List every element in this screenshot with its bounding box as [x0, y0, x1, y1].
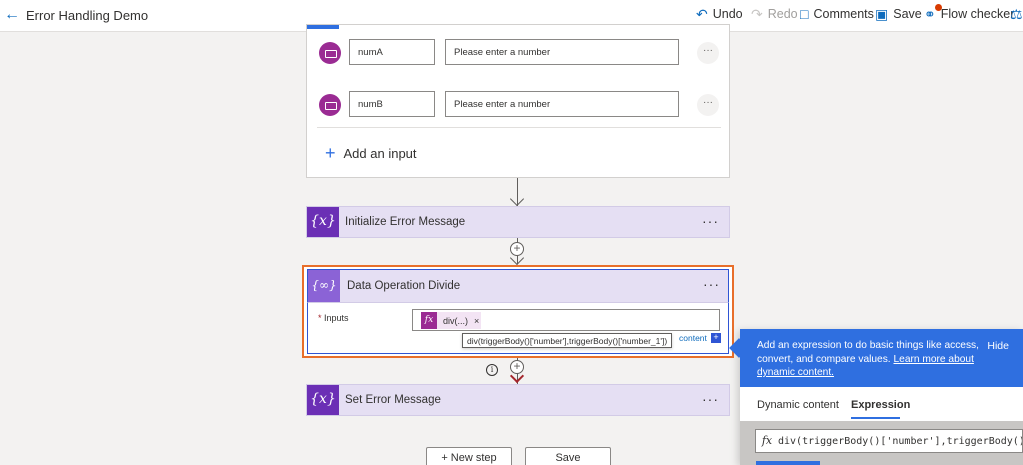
add-input-button[interactable]: + Add an input: [325, 143, 417, 163]
save-label: Save: [893, 7, 922, 21]
variable-icon: {x}: [307, 385, 339, 415]
data-operation-divide-card: {∞} Data Operation Divide ··· * Inputs f…: [302, 265, 734, 358]
add-input-label: Add an input: [343, 145, 417, 161]
flow-checker-button[interactable]: ⚭ Flow checker: [924, 7, 1014, 21]
divide-card-header[interactable]: {∞} Data Operation Divide ···: [307, 269, 729, 302]
set-error-message-action[interactable]: {x} Set Error Message ···: [306, 384, 730, 416]
panel-header: Add an expression to do basic things lik…: [740, 329, 1023, 387]
trigger-accent-bar: [307, 25, 339, 29]
error-indicator-dot: [935, 4, 942, 11]
fx-icon: fx: [421, 312, 437, 329]
save-icon: ▣: [875, 6, 889, 22]
add-dynamic-content-icon[interactable]: +: [711, 333, 721, 343]
ok-button[interactable]: [756, 461, 820, 465]
add-dynamic-content-link[interactable]: content: [679, 333, 707, 343]
inputs-field[interactable]: fx div(...) ×: [412, 309, 720, 331]
compose-icon: {∞}: [308, 270, 340, 302]
input-row-numa: numA Please enter a number ···: [319, 39, 719, 65]
connector-arrow-icon: [509, 191, 525, 207]
expression-text: div(triggerBody()['number'],triggerBody(…: [778, 436, 1023, 447]
plus-icon: +: [325, 143, 336, 163]
dynamic-content-panel: Add an expression to do basic things lik…: [729, 329, 1023, 465]
inputs-label: * Inputs: [318, 313, 349, 323]
number-input-icon: [319, 42, 341, 64]
divide-card-body: * Inputs fx div(...) × div(triggerBody()…: [307, 302, 729, 354]
more-options-icon[interactable]: ···: [702, 213, 719, 229]
connector-line: [517, 178, 518, 206]
comments-label: Comments: [813, 7, 874, 21]
back-arrow-icon[interactable]: ←: [4, 6, 20, 23]
divider: [317, 127, 721, 128]
input-more-options-button[interactable]: ···: [697, 42, 719, 64]
insert-step-plus-icon[interactable]: +: [510, 242, 524, 256]
save-button[interactable]: Save: [525, 447, 611, 465]
remove-token-icon[interactable]: ×: [474, 315, 480, 326]
stethoscope-icon: ⚭: [924, 6, 936, 22]
comments-button[interactable]: □ Comments: [800, 7, 874, 21]
undo-button[interactable]: ↶ Undo: [696, 7, 743, 21]
comment-icon: □: [800, 6, 809, 22]
test-flask-icon[interactable]: ⚖: [1010, 6, 1023, 22]
info-icon[interactable]: i: [486, 364, 498, 376]
tab-dynamic-content[interactable]: Dynamic content: [757, 399, 839, 411]
expression-tooltip: div(triggerBody()['number'],triggerBody(…: [462, 333, 673, 348]
new-step-button[interactable]: + New step: [426, 447, 512, 465]
action-title: Initialize Error Message: [345, 216, 466, 228]
input-more-options-button[interactable]: ···: [697, 94, 719, 116]
expression-token[interactable]: fx div(...) ×: [421, 312, 481, 329]
undo-label: Undo: [712, 7, 743, 21]
input-row-numb: numB Please enter a number ···: [319, 91, 719, 117]
flow-title: Error Handling Demo: [26, 8, 149, 23]
learn-more-link[interactable]: Learn more about dynamic content.: [757, 353, 974, 379]
input-name-field[interactable]: numB: [349, 91, 435, 117]
panel-tabs: Dynamic content Expression: [740, 387, 1023, 421]
undo-icon: ↶: [696, 6, 708, 22]
panel-intro-text: Add an expression to do basic things lik…: [757, 340, 979, 365]
redo-button[interactable]: ↷ Redo: [751, 7, 798, 21]
active-tab-indicator: [851, 417, 900, 419]
flow-checker-label: Flow checker: [940, 7, 1015, 21]
input-name-field[interactable]: numA: [349, 39, 435, 65]
token-label: div(...): [443, 315, 469, 326]
tab-expression[interactable]: Expression: [851, 399, 911, 411]
redo-icon: ↷: [751, 6, 763, 22]
more-options-icon[interactable]: ···: [703, 276, 720, 292]
insert-step-plus-icon[interactable]: +: [510, 360, 524, 374]
manual-trigger-card: numA Please enter a number ··· numB Plea…: [306, 24, 730, 178]
hide-panel-button[interactable]: Hide: [987, 340, 1009, 352]
action-title: Set Error Message: [345, 394, 441, 406]
expression-input[interactable]: fx div(triggerBody()['number'],triggerBod…: [755, 429, 1023, 453]
input-placeholder-field[interactable]: Please enter a number: [445, 91, 679, 117]
redo-label: Redo: [767, 7, 798, 21]
input-placeholder-field[interactable]: Please enter a number: [445, 39, 679, 65]
action-title: Data Operation Divide: [347, 280, 461, 292]
more-options-icon[interactable]: ···: [702, 391, 719, 407]
number-input-icon: [319, 94, 341, 116]
fx-icon: fx: [761, 434, 773, 447]
initialize-error-message-action[interactable]: {x} Initialize Error Message ···: [306, 206, 730, 238]
expression-editor-area: fx div(triggerBody()['number'],triggerBod…: [740, 421, 1023, 465]
save-top-button[interactable]: ▣ Save: [875, 7, 922, 21]
variable-icon: {x}: [307, 207, 339, 237]
